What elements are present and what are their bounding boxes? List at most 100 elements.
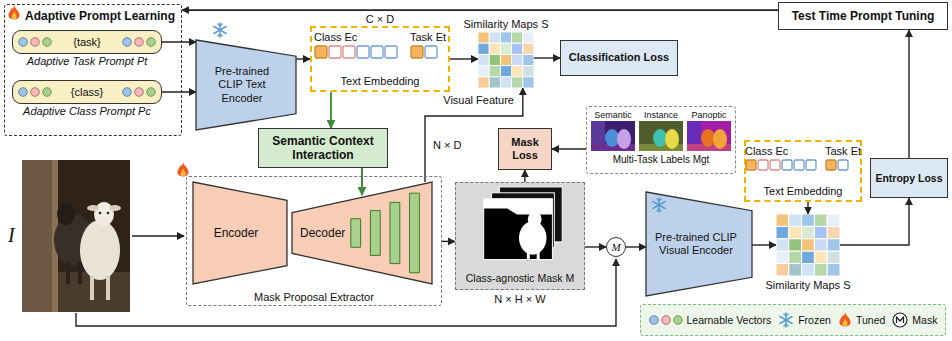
process-box: Semantic Context Interaction xyxy=(258,128,388,168)
map-title: Similarity Maps S xyxy=(464,18,549,30)
grid-cell xyxy=(512,32,523,43)
decoder-layer xyxy=(370,211,380,256)
snow-icon xyxy=(778,312,794,328)
grid-cell xyxy=(478,54,489,65)
grid-cell xyxy=(802,264,815,276)
embedding-vectors xyxy=(314,45,398,59)
prompt-bar: {class}Adaptive Class Prompt Pc xyxy=(12,80,162,104)
rect-shape xyxy=(838,160,848,170)
grid-cell xyxy=(478,43,489,54)
grid-cell xyxy=(802,214,815,226)
vec-icon xyxy=(122,86,156,98)
legend-item: Tuned xyxy=(838,312,885,328)
grid-cell xyxy=(512,43,523,54)
grid-cell xyxy=(776,239,789,251)
annotation-label: I xyxy=(6,224,17,246)
ellipse-part xyxy=(713,129,727,149)
mask-caption: Class-agnostic Mask M xyxy=(456,272,584,284)
connector-arrow xyxy=(162,41,196,42)
decoder-layer xyxy=(390,202,400,263)
rect-shape xyxy=(770,160,780,170)
path-part xyxy=(12,11,17,19)
connector-arrow xyxy=(296,58,310,59)
circle-part xyxy=(19,88,28,97)
line-part xyxy=(214,27,226,34)
embedding-row: Class Ec Task Et xyxy=(314,31,446,59)
label-tile: Instance xyxy=(639,110,683,151)
rect-shape xyxy=(329,46,341,58)
process-box: Mask Loss xyxy=(498,128,552,170)
connector-arrow xyxy=(162,91,196,92)
process-box: Entropy Loss xyxy=(870,158,948,198)
grid-cell xyxy=(500,32,511,43)
box-text: Test Time Prompt Tuning xyxy=(792,9,935,23)
encoder-block: Pre-trained CLIP Text Encoder xyxy=(196,40,296,130)
embedding-vectors xyxy=(745,159,817,171)
tile-title: Semantic xyxy=(594,110,632,121)
frozen-icon xyxy=(214,23,226,37)
grid-cell xyxy=(489,54,500,65)
connector-arrow xyxy=(534,57,560,58)
line-part xyxy=(653,202,665,209)
path-part xyxy=(897,317,904,323)
vec-icon xyxy=(649,314,683,326)
grid-cell xyxy=(789,251,802,263)
legend-item: Learnable Vectors xyxy=(649,314,772,326)
connector-arrow xyxy=(908,30,909,158)
ellipse-part xyxy=(87,205,99,211)
legend-text: Tuned xyxy=(856,314,885,326)
vec-icon xyxy=(18,86,52,98)
ellipse-part xyxy=(94,202,114,226)
grid-cell xyxy=(523,66,534,77)
tile-title: Panoptic xyxy=(691,110,726,121)
grid-cell xyxy=(512,66,523,77)
process-box: Classification Loss xyxy=(560,40,678,76)
annotation-label: C × D xyxy=(364,13,396,26)
similarity-grid xyxy=(776,214,840,276)
rect-part xyxy=(22,160,130,312)
input-image xyxy=(22,160,130,312)
grid-cell xyxy=(523,32,534,43)
circle-part xyxy=(123,88,132,97)
rect-shape xyxy=(794,160,804,170)
rect-shape xyxy=(385,46,397,58)
operator-symbol: M xyxy=(611,242,620,253)
circle-part xyxy=(135,88,144,97)
connector-arrow xyxy=(524,170,525,182)
decoder-layer xyxy=(351,219,361,248)
map-title: Similarity Maps S xyxy=(766,279,851,291)
block-text: Pre-trained CLIP Visual Encoder xyxy=(654,231,738,257)
label-image xyxy=(591,121,635,151)
rect-shape xyxy=(806,160,816,170)
rect-shape xyxy=(411,46,423,58)
rect-shape xyxy=(371,46,383,58)
grid-cell xyxy=(776,214,789,226)
similarity-map: Similarity Maps S xyxy=(776,214,840,276)
encoder-block: Encoder xyxy=(193,182,287,284)
circle-part xyxy=(31,88,40,97)
circle-part xyxy=(673,316,682,325)
similarity-grid xyxy=(478,32,534,88)
grid-cell xyxy=(489,43,500,54)
circle-part xyxy=(661,316,670,325)
ellipse-part xyxy=(109,205,121,211)
circle-part xyxy=(107,212,110,215)
grid-cell xyxy=(802,239,815,251)
connector-arrow xyxy=(442,241,455,242)
grid-cell xyxy=(489,66,500,77)
label-panel: SemanticInstancePanopticMulti-Task Label… xyxy=(586,106,736,174)
circle-part xyxy=(123,38,132,47)
ellipse-part xyxy=(605,129,619,147)
rect-part xyxy=(591,121,635,151)
rect-part xyxy=(687,121,731,151)
embedding-label: Class Ec xyxy=(314,31,357,43)
box-text: Semantic Context Interaction xyxy=(261,134,385,163)
embedding-label: Task Et xyxy=(410,31,446,43)
path-part xyxy=(484,199,553,215)
connector-arrow xyxy=(450,58,478,59)
grid-cell xyxy=(827,264,840,276)
circle-part xyxy=(147,38,156,47)
connector-arrow xyxy=(330,92,332,128)
fire-icon xyxy=(838,312,852,328)
